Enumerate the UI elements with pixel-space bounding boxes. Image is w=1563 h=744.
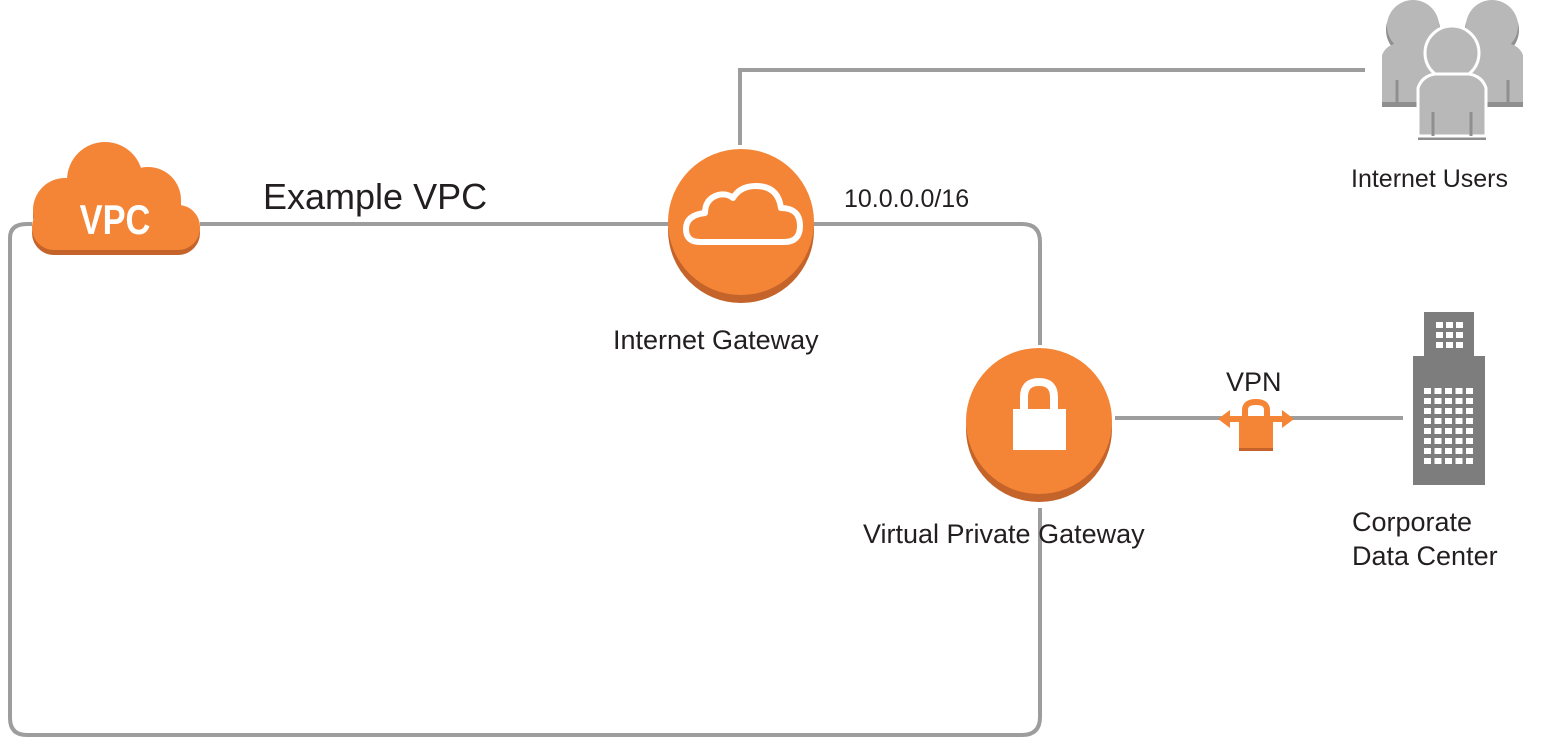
building-window [1434,448,1442,454]
building-window [1434,428,1442,434]
building-window [1466,408,1473,414]
cloud-icon [683,183,803,245]
vpc-cloud-icon: VPC [32,142,200,255]
building-window [1436,322,1443,328]
vpn-lock-icon [1218,398,1294,451]
internet-users-label: Internet Users [1351,165,1509,193]
building-window [1466,398,1473,404]
building-window [1434,408,1442,414]
vpc-name-label: Example VPC [263,176,488,217]
data-center-label-line1: Corporate [1352,507,1473,537]
building-window [1434,458,1442,464]
building-window [1445,418,1452,424]
building-window [1455,398,1463,404]
building-window [1424,388,1431,394]
building-window [1466,418,1473,424]
building-window [1445,428,1452,434]
building-window [1436,342,1443,348]
building-window [1424,418,1431,424]
building-window [1424,448,1431,454]
building-window [1434,398,1442,404]
lock-icon [1013,377,1066,450]
building-window [1445,438,1452,444]
virtual-private-gateway-label: Virtual Private Gateway [863,519,1145,549]
building-window [1466,388,1473,394]
building-window [1424,458,1431,464]
building-window [1434,418,1442,424]
internet-gateway-node [668,149,814,303]
building-window [1466,458,1473,464]
building-window [1446,322,1453,328]
building-icon [1413,312,1485,485]
building-window [1424,438,1431,444]
data-center-label: Corporate Data Center [1352,505,1498,573]
vpc-badge-text: VPC [80,197,151,244]
building-window [1424,408,1431,414]
building-window [1446,342,1453,348]
building-window [1455,438,1463,444]
building-window [1424,398,1431,404]
building-window [1455,428,1463,434]
building-window [1456,322,1463,328]
building-window [1445,458,1452,464]
building-window [1434,438,1442,444]
building-window [1466,428,1473,434]
building-window [1456,342,1463,348]
building-window [1445,448,1452,454]
building-window [1466,448,1473,454]
vpn-label: VPN [1226,367,1282,397]
building-window [1456,332,1463,338]
virtual-private-gateway-node [966,348,1112,502]
building-window [1434,388,1442,394]
building-window [1455,448,1463,454]
building-window [1455,418,1463,424]
vpc-boundary [8,222,1042,737]
building-window [1445,408,1452,414]
building-window [1455,408,1463,414]
building-window [1424,428,1431,434]
building-window [1466,438,1473,444]
building-window [1455,458,1463,464]
building-window [1455,388,1463,394]
building-window [1445,388,1452,394]
cidr-label: 10.0.0.0/16 [844,185,970,213]
building-window [1446,332,1453,338]
building-window [1436,332,1443,338]
building-window [1445,398,1452,404]
users-icon [1382,0,1523,140]
internet-gateway-label: Internet Gateway [613,325,819,355]
data-center-label-line2: Data Center [1352,541,1498,571]
users-connection-line [738,68,1365,145]
